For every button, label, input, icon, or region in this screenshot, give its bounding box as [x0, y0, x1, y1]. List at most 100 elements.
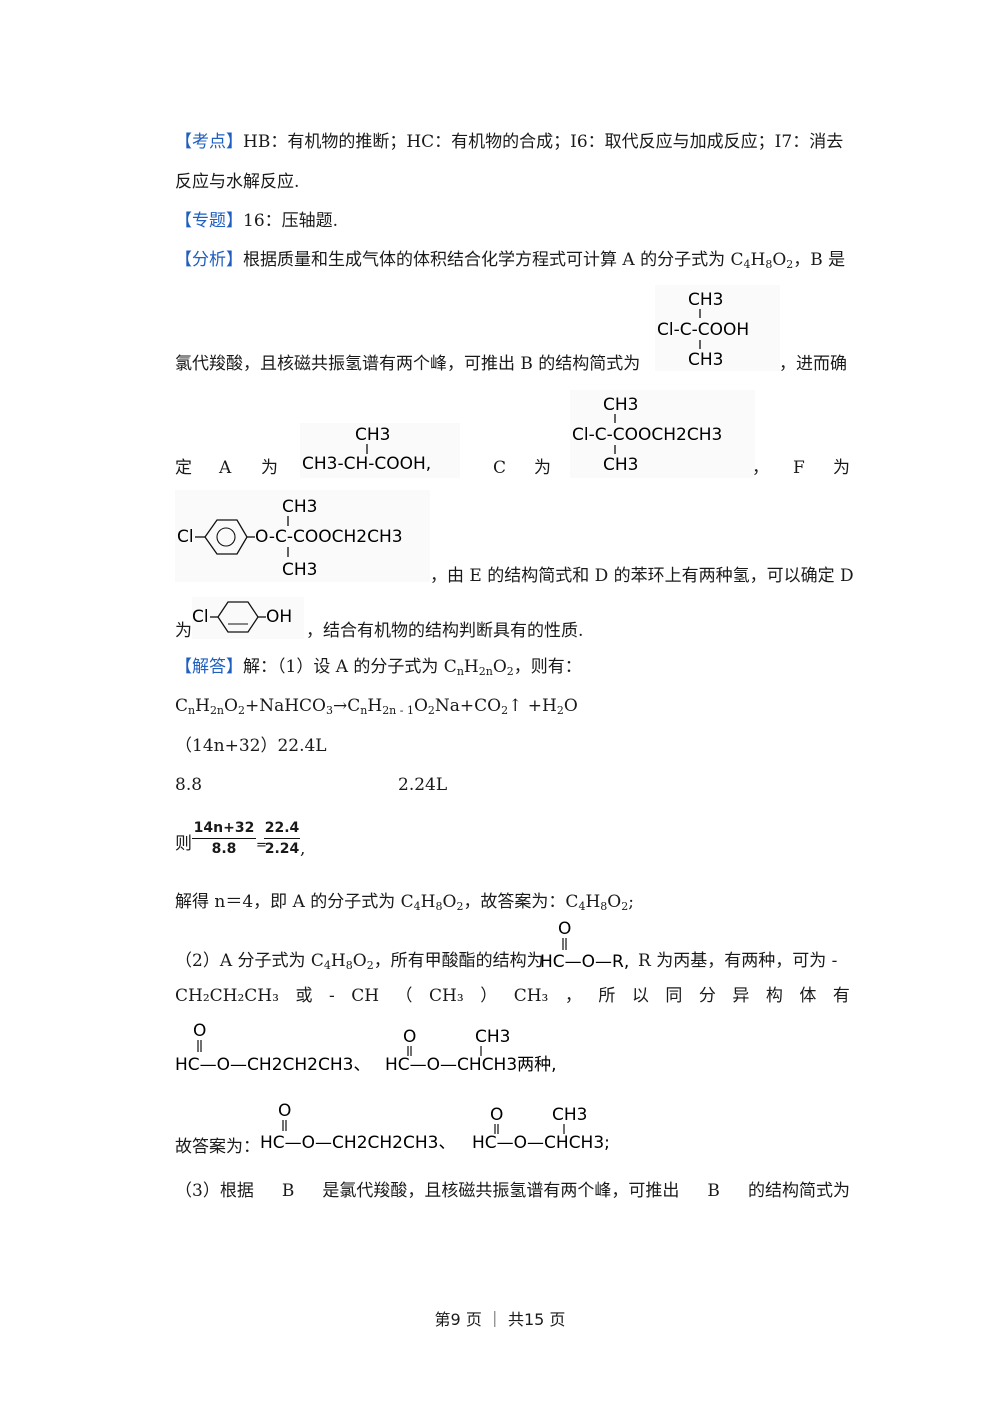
structure-formate-o: O	[558, 919, 571, 939]
structure-c-ch3-top: CH3	[603, 395, 638, 415]
sub: 2n - 1	[382, 704, 414, 717]
p2-word: 同	[665, 986, 683, 1006]
element: H	[195, 696, 210, 716]
structure-c: CH3 Cl-C-COOCH2CH3 CH3	[570, 390, 755, 478]
sub: 2	[456, 900, 464, 913]
fraction-right: 22.4 2.24	[264, 820, 300, 857]
jieda-result-end: ;	[628, 892, 634, 912]
structure-b-ch3-bottom: CH3	[688, 350, 723, 370]
p2-word: ）	[480, 986, 498, 1006]
fraction-comma: ,	[300, 839, 306, 859]
fenxi-word-wei2: 为	[534, 458, 551, 478]
structure-ester-1-main: HC—O—CH2CH2CH3、	[175, 1055, 370, 1075]
jieda-line-1: 【解答】解：（1）设 A 的分子式为 CnH2nO2，则有：	[175, 656, 582, 678]
structure-f: Cl CH3 O-C-COOCH2CH3 CH3	[175, 490, 430, 582]
eq-mid: +NaHCO	[244, 696, 326, 716]
structure-formate-main: HC—O—R,	[540, 952, 629, 972]
eq-tail: Na+CO	[434, 696, 502, 716]
p3-word: （3）根据	[175, 1181, 254, 1201]
fenxi-line-2b: ，进而确	[779, 354, 847, 374]
element: O	[352, 951, 367, 971]
element: O	[442, 892, 457, 912]
fenxi-word-wei3: 为	[833, 458, 850, 478]
p3-word: B	[707, 1181, 720, 1201]
element: O	[607, 892, 622, 912]
p2-word: 以	[631, 986, 649, 1006]
sub: 8	[600, 900, 608, 913]
p2-word: 所	[598, 986, 616, 1006]
sub: n	[360, 704, 368, 717]
fenxi-wei-d: 为	[175, 621, 192, 641]
kaodian-line-2: 反应与水解反应.	[175, 172, 300, 192]
fraction-left-num: 14n+32	[192, 820, 256, 839]
jieda-equation: CnH2nO2+NaHCO3→CnH2n - 1O2Na+CO2↑ +H2O	[175, 695, 578, 717]
zhuanti-text: 16：压轴题.	[243, 211, 339, 231]
structure-ester-3-main: HC—O—CH2CH2CH3、	[260, 1133, 455, 1153]
fenxi-text-1b: ，B 是	[793, 250, 846, 270]
fenxi-line-2: 氯代羧酸，且核磁共振氢谱有两个峰，可推出 B 的结构简式为	[175, 354, 641, 374]
fenxi-text-1a: 根据质量和生成气体的体积结合化学方程式可计算 A 的分子式为 C	[243, 250, 744, 270]
p3-word: B	[281, 1181, 295, 1201]
structure-f-cl: Cl	[177, 527, 194, 547]
element: H	[463, 657, 479, 677]
sub: 4	[578, 900, 586, 913]
fenxi-word-f: F	[793, 458, 805, 478]
element: O	[772, 250, 787, 270]
sub: 2n	[209, 704, 225, 717]
fraction-left-den: 8.8	[211, 841, 237, 857]
fenxi-line-1: 【分析】根据质量和生成气体的体积结合化学方程式可计算 A 的分子式为 C4H8O…	[175, 249, 845, 271]
element: C	[175, 696, 189, 716]
structure-ester-2-o: O	[403, 1027, 416, 1047]
sub: 2	[621, 900, 629, 913]
kaodian-tag: 【考点】	[175, 132, 243, 152]
sub: 2	[427, 704, 435, 717]
jieda-p2-c: R 为丙基，有两种，可为 -	[638, 951, 838, 971]
structure-d-oh: OH	[266, 607, 292, 627]
structure-ester-4-ch3: CH3	[552, 1105, 587, 1125]
benzene-ring-icon	[204, 519, 248, 555]
element: O	[413, 696, 428, 716]
sub: n	[188, 704, 196, 717]
structure-b-main: Cl-C-COOH	[657, 320, 749, 340]
element: H	[330, 951, 346, 971]
fenxi-word-a: A	[219, 458, 232, 478]
fenxi-tag: 【分析】	[175, 250, 243, 270]
fraction-eq: =	[256, 838, 267, 853]
fenxi-word-ding: 定	[175, 458, 192, 478]
structure-b: CH3 Cl-C-COOH CH3	[655, 285, 780, 371]
structure-ester-2-ch3: CH3	[475, 1027, 510, 1047]
fraction-right-num: 22.4	[264, 820, 300, 839]
kaodian-text-1: HB：有机物的推断；HC：有机物的合成；I6：取代反应与加成反应；I7：消去	[243, 132, 844, 152]
structure-d: Cl OH	[192, 597, 304, 639]
eq-end: ↑ +H	[508, 696, 557, 716]
sub: 8	[765, 258, 773, 271]
structure-a-ch3: CH3	[355, 425, 390, 445]
p2-word: ，	[564, 986, 582, 1006]
sub: 2	[501, 704, 509, 717]
structure-ester-2-main: HC—O—CHCH3两种,	[385, 1055, 557, 1075]
p2-b: ，所有甲酸酯的结构为	[373, 951, 544, 971]
element: O	[224, 696, 238, 716]
zhuanti-tag: 【专题】	[175, 211, 243, 231]
jieda-tag: 【解答】	[175, 657, 243, 677]
p2-word: CH₃	[513, 986, 549, 1006]
p2-word: 分	[698, 986, 716, 1006]
jieda-p2-line2: CH₂CH₂CH₃ 或 - CH （ CH₃ ） CH₃ ， 所 以 同 分 异…	[175, 985, 850, 1007]
structure-ester-3-o: O	[278, 1101, 291, 1121]
structure-f-ch3-bottom: CH3	[282, 560, 317, 580]
fenxi-comma: ，	[752, 458, 769, 478]
jieda-guda: 故答案为：	[175, 1137, 260, 1157]
structure-ester-3: O HC—O—CH2CH2CH3、	[260, 1101, 455, 1153]
sub: 8	[435, 900, 443, 913]
jieda-text-1: 解：（1）设 A 的分子式为 C	[243, 657, 457, 677]
structure-ester-1-o: O	[193, 1021, 206, 1041]
p2-word: （	[395, 986, 413, 1006]
jieda-result-text-b: ，故答案为：C	[463, 892, 579, 912]
structure-ester-2: O CH3 HC—O—CHCH3两种,	[385, 1027, 557, 1075]
jieda-row-a: （14n+32）22.4L	[175, 736, 327, 756]
element: O	[563, 696, 578, 716]
jieda-row-b1: 8.8	[175, 775, 203, 795]
structure-d-cl: Cl	[192, 607, 209, 627]
p3-word: 的结构简式为	[747, 1181, 850, 1201]
jieda-ze: 则	[175, 834, 192, 854]
